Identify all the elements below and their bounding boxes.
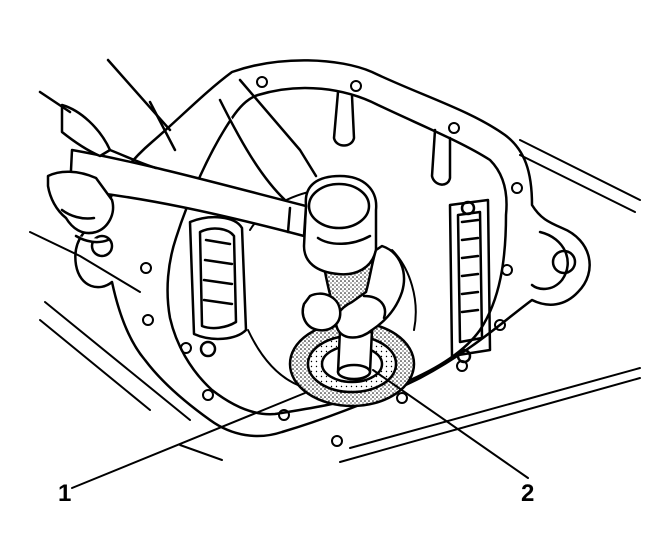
bolt-holes bbox=[140, 76, 523, 447]
leader-line-1 bbox=[71, 392, 306, 489]
hand-holding-driver bbox=[218, 78, 406, 339]
left-ring-gear bbox=[188, 215, 248, 358]
leader-lines bbox=[71, 369, 529, 489]
vehicle-frame bbox=[29, 139, 641, 463]
leader-line-2 bbox=[372, 369, 529, 479]
hammer-head bbox=[302, 174, 378, 276]
callout-label-2: 2 bbox=[521, 480, 535, 507]
right-bearing-cap bbox=[448, 198, 492, 364]
housing-ribs bbox=[332, 90, 452, 186]
arm-outlines bbox=[38, 58, 177, 152]
callout-label-1: 1 bbox=[58, 480, 72, 507]
hand-holding-hammer bbox=[46, 103, 158, 244]
